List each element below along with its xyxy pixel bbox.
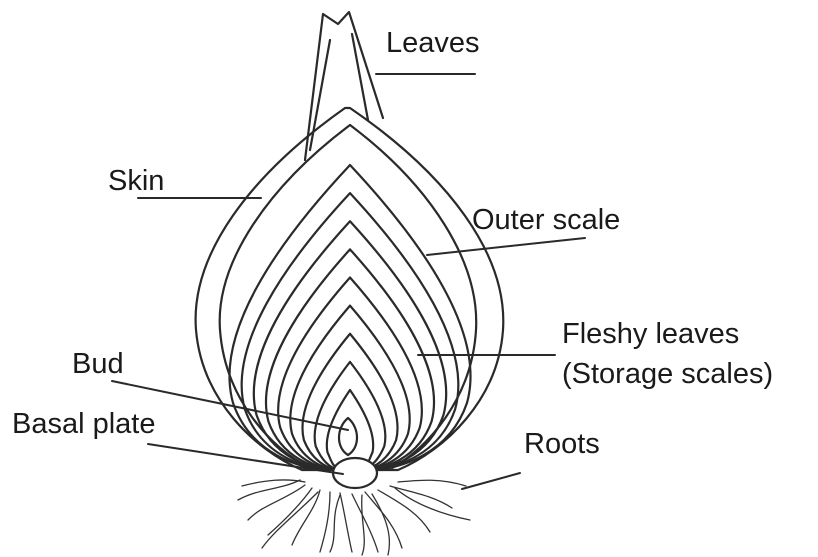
basal-plate-leader bbox=[148, 444, 343, 474]
label-fleshy-leaves: Fleshy leaves bbox=[562, 318, 739, 350]
roots-drawing bbox=[238, 480, 470, 555]
label-basal-plate: Basal plate bbox=[12, 408, 156, 440]
outer-scale-leader bbox=[427, 238, 585, 255]
bulb-scales bbox=[196, 108, 504, 470]
skin-outline bbox=[196, 108, 504, 470]
label-bud: Bud bbox=[72, 348, 124, 380]
label-outer-scale: Outer scale bbox=[472, 204, 620, 236]
label-storage-scales: (Storage scales) bbox=[562, 358, 773, 390]
label-roots: Roots bbox=[524, 428, 600, 460]
fleshy-scale-ring bbox=[242, 193, 459, 470]
label-leaves: Leaves bbox=[386, 27, 480, 59]
roots-leader bbox=[462, 473, 520, 489]
leaves-drawing bbox=[305, 12, 383, 160]
label-skin: Skin bbox=[108, 165, 164, 197]
bud-shape bbox=[339, 418, 357, 455]
leader-lines bbox=[112, 74, 585, 489]
